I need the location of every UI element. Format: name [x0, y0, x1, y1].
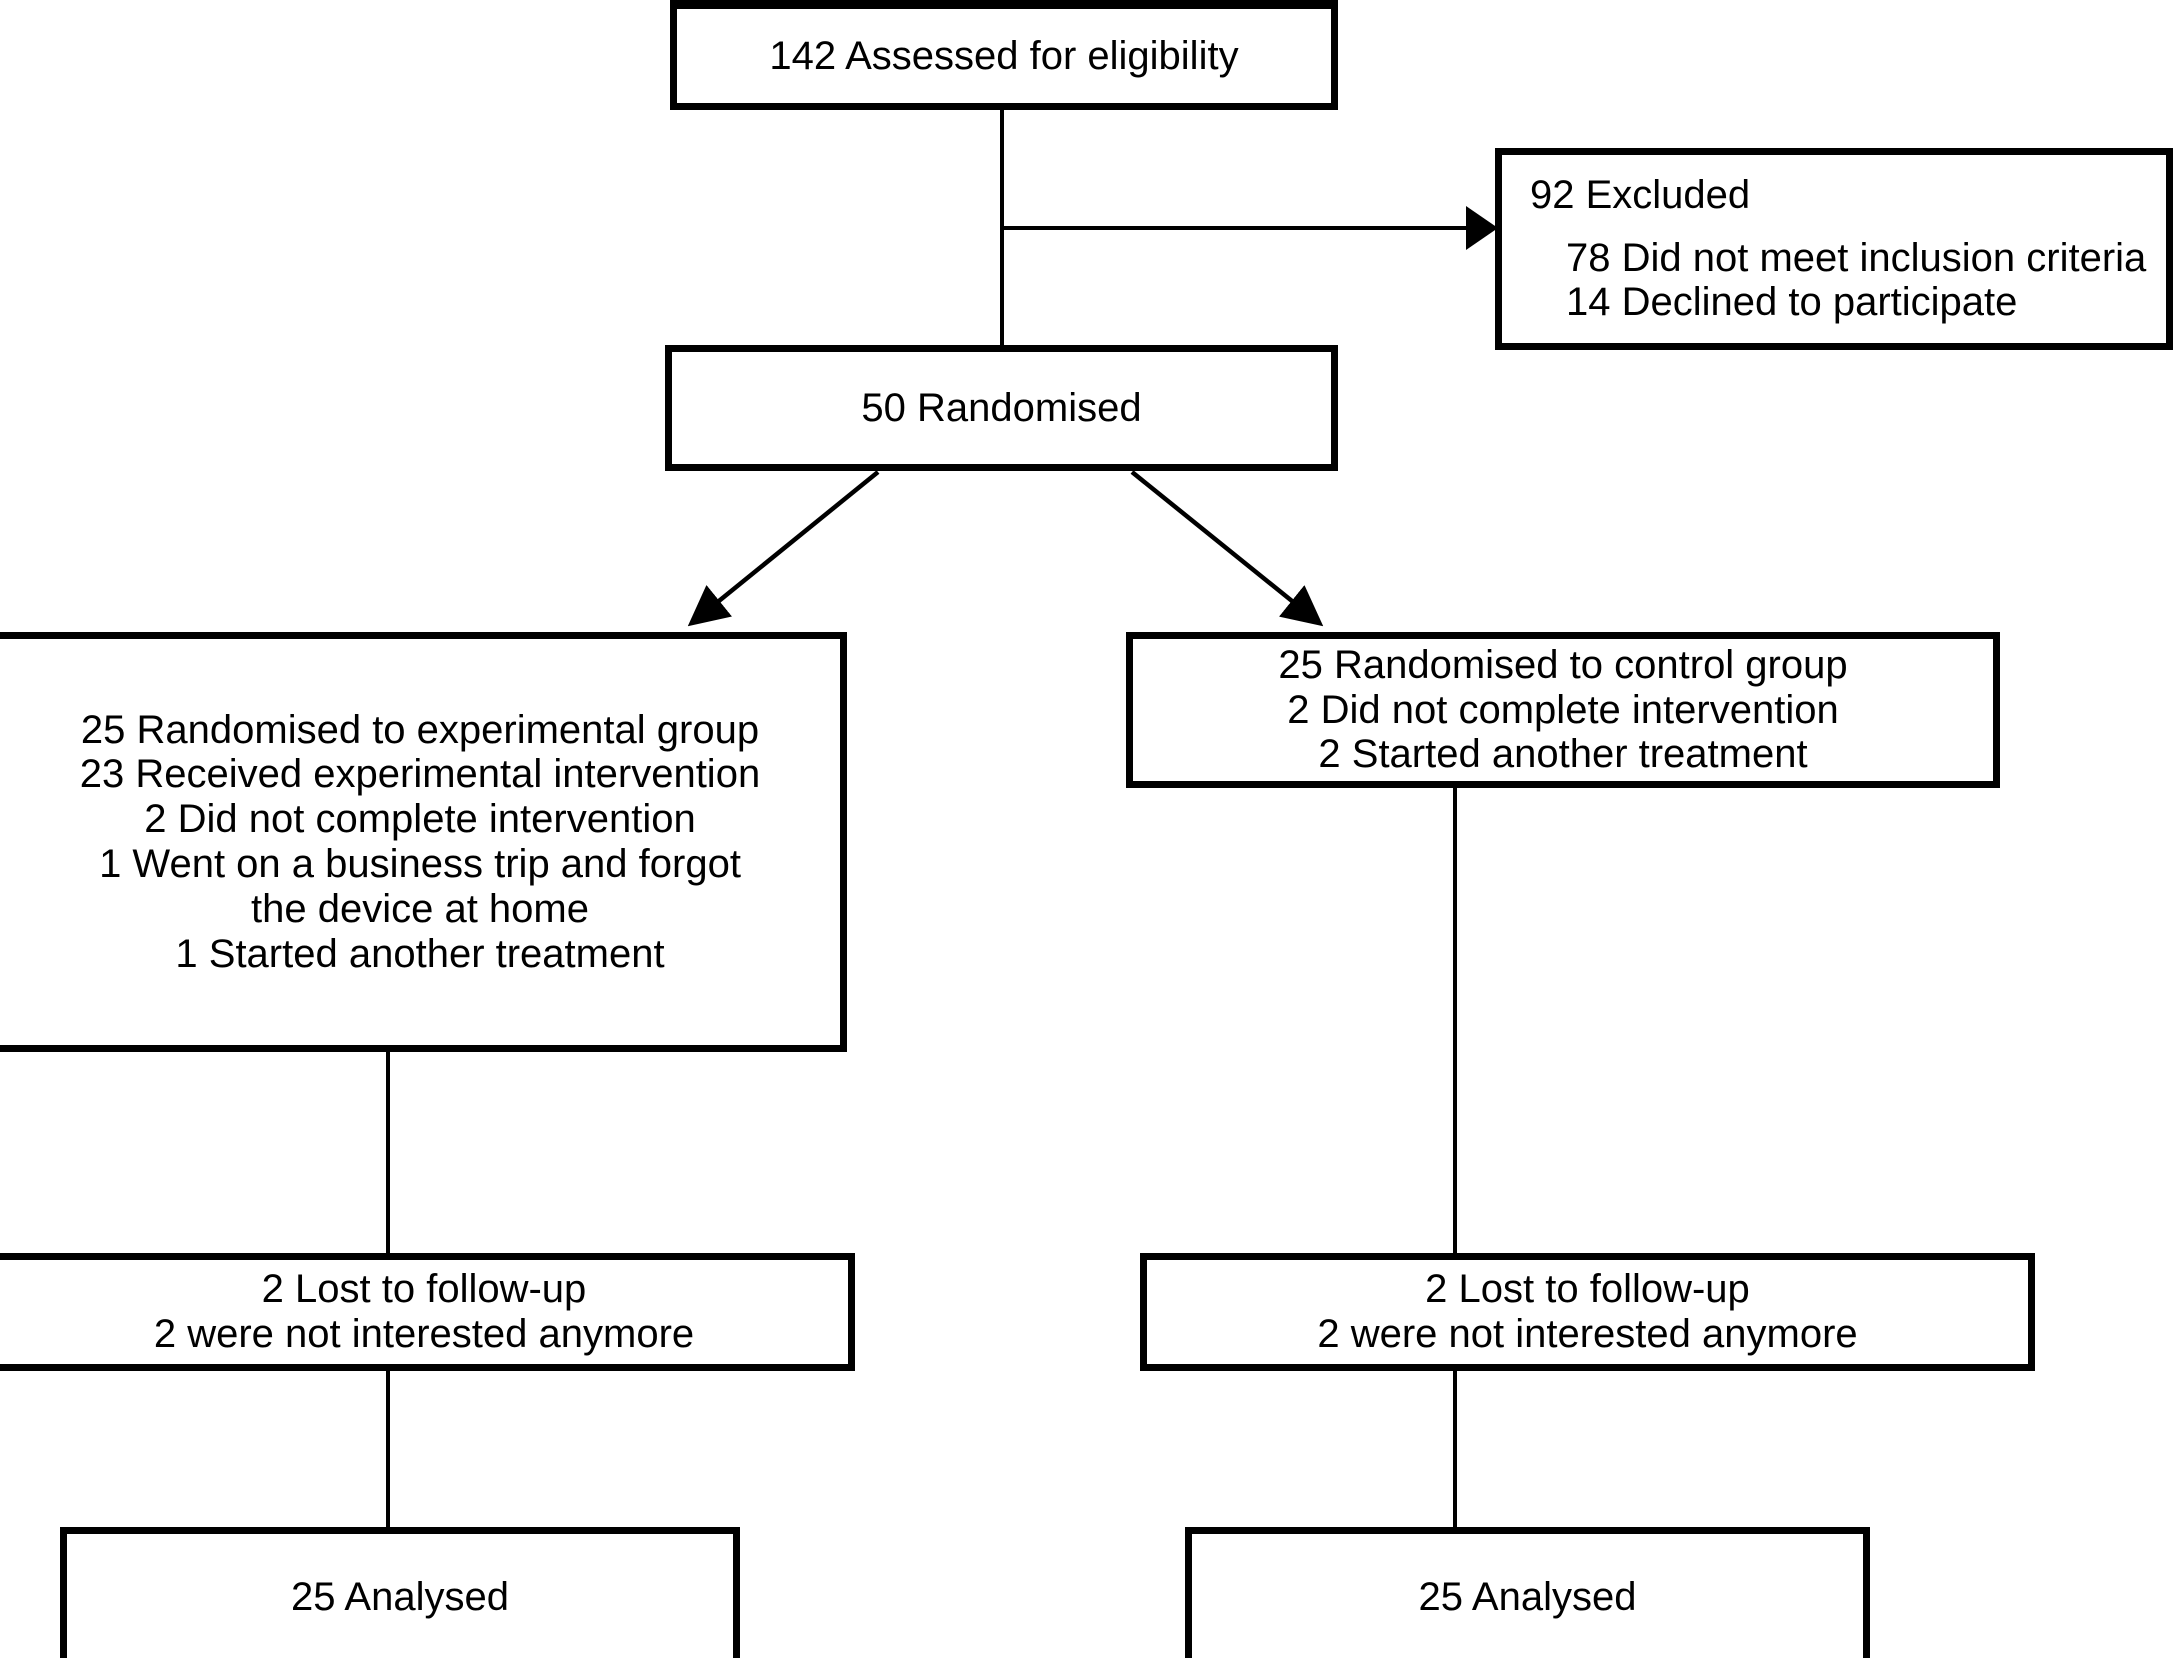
- excluded-reason-1: 78 Did not meet inclusion criteria: [1566, 235, 2147, 280]
- experimental-line-2: 23 Received experimental intervention: [79, 752, 761, 797]
- node-experimental-group: 25 Randomised to experimental group 23 R…: [0, 632, 847, 1052]
- excluded-reason-2: 14 Declined to participate: [1566, 280, 2018, 325]
- experimental-line-4: 1 Went on a business trip and forgot: [99, 842, 741, 886]
- arrowhead-excluded-icon: [1466, 206, 1498, 250]
- node-assessed-for-eligibility: 142 Assessed for eligibility: [670, 0, 1338, 110]
- analysed-left-line-1: 25 Analysed: [291, 1574, 509, 1619]
- analysed-right-line-1: 25 Analysed: [1418, 1574, 1637, 1619]
- node-control-group: 25 Randomised to control group 2 Did not…: [1126, 632, 2000, 788]
- connector-lost-to-analysed-left: [386, 1366, 390, 1531]
- connector-experimental-to-lost: [386, 1045, 390, 1257]
- ltfu-right-line-2: 2 were not interested anymore: [1317, 1312, 1858, 1356]
- ltfu-right-line-1: 2 Lost to follow-up: [1425, 1267, 1750, 1312]
- experimental-line-6: 1 Started another treatment: [175, 931, 665, 976]
- connector-lost-to-analysed-right: [1453, 1366, 1457, 1531]
- node-lost-to-follow-up-control: 2 Lost to follow-up 2 were not intereste…: [1140, 1253, 2035, 1371]
- assessed-line-1: 142 Assessed for eligibility: [769, 33, 1239, 78]
- experimental-line-5: the device at home: [251, 886, 589, 931]
- node-excluded: 92 Excluded 78 Did not meet inclusion cr…: [1495, 148, 2173, 350]
- randomised-line-1: 50 Randomised: [861, 385, 1142, 430]
- ltfu-left-line-2: 2 were not interested anymore: [153, 1312, 695, 1356]
- node-lost-to-follow-up-experimental: 2 Lost to follow-up 2 were not intereste…: [0, 1253, 855, 1371]
- control-line-2: 2 Did not complete intervention: [1287, 687, 1839, 732]
- excluded-heading: 92 Excluded: [1530, 172, 1751, 217]
- node-analysed-experimental: 25 Analysed: [60, 1527, 740, 1658]
- control-line-1: 25 Randomised to control group: [1278, 642, 1848, 687]
- experimental-line-3: 2 Did not complete intervention: [144, 797, 696, 842]
- connector-assessed-to-excluded: [1000, 226, 1478, 230]
- ltfu-left-line-1: 2 Lost to follow-up: [261, 1267, 587, 1312]
- excluded-spacer: [1530, 218, 2166, 236]
- node-randomised: 50 Randomised: [665, 345, 1338, 471]
- connector-control-to-lost: [1453, 782, 1457, 1257]
- experimental-line-1: 25 Randomised to experimental group: [80, 707, 760, 752]
- node-analysed-control: 25 Analysed: [1185, 1527, 1870, 1658]
- control-line-3: 2 Started another treatment: [1318, 732, 1808, 777]
